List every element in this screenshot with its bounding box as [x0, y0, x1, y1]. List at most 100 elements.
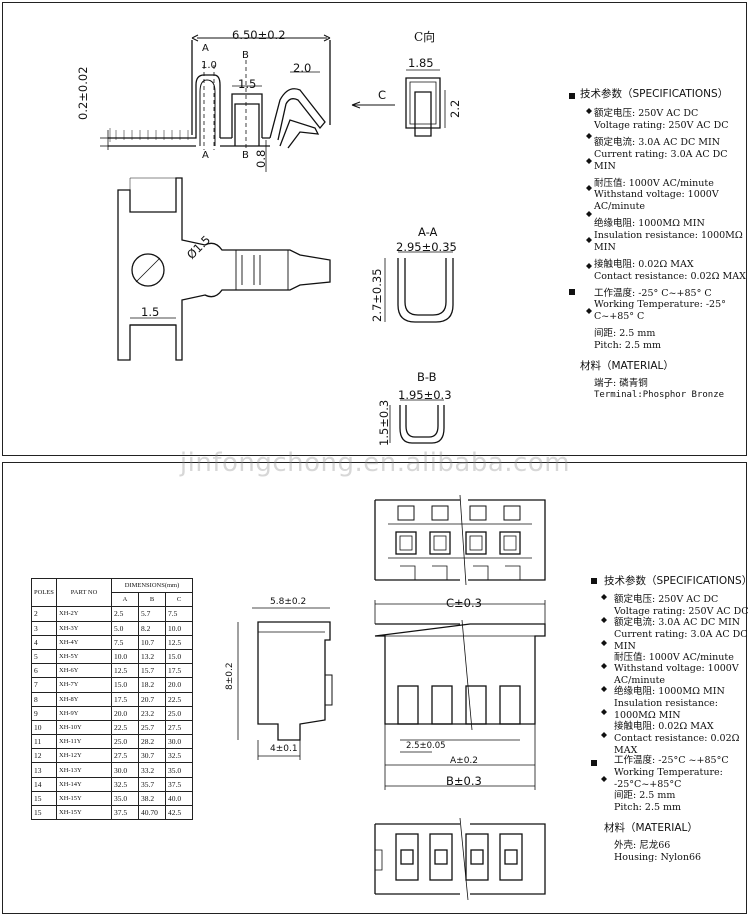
table-cell: 7	[31, 677, 57, 693]
table-cell: 12.5	[111, 663, 139, 679]
table-cell: 14	[31, 776, 57, 792]
dim-bb-width: 1.95±0.3	[398, 388, 452, 402]
dim-height-08: 0.8	[254, 149, 268, 168]
table-cell: 40.0	[165, 790, 193, 807]
table-cell: XH-15Y	[56, 790, 112, 807]
housing-side-view	[237, 607, 333, 760]
table-cell: 32.5	[165, 748, 193, 764]
table-cell: 17.5	[111, 691, 139, 707]
housing-spec-heading: 技术参数（SPECIFICATIONS）	[604, 575, 750, 587]
table-cell: 10	[31, 719, 57, 736]
table-cell: 35.0	[111, 790, 139, 807]
label-section-bb: B-B	[417, 370, 437, 384]
table-cell: 20.0	[165, 677, 193, 693]
dim-thickness: 0.2±0.02	[76, 66, 90, 120]
label-b-top: B	[242, 50, 249, 61]
table-cell: XH-14Y	[56, 776, 112, 792]
table-cell: 15.7	[138, 663, 166, 679]
table-cell: 12	[31, 748, 57, 764]
table-cell: 10.7	[138, 634, 166, 650]
table-cell: XH-12Y	[56, 748, 112, 764]
dim-bb-height: 1.5±0.3	[377, 399, 391, 446]
table-cell: 2.5	[111, 606, 139, 622]
table-cell: 18.2	[138, 677, 166, 693]
table-cell: XH-2Y	[56, 606, 112, 622]
table-cell: XH-10Y	[56, 719, 112, 736]
col-poles: POLES	[31, 577, 57, 608]
table-cell: 25.0	[111, 734, 139, 750]
terminal-side-view	[100, 34, 331, 172]
dim-c-width: 1.85	[408, 56, 434, 70]
col-b: B	[138, 592, 166, 608]
table-cell: 9	[31, 705, 57, 721]
table-cell: 27.5	[165, 719, 193, 736]
table-cell: 35.7	[138, 776, 166, 792]
section-aa-view	[384, 251, 454, 323]
dim-foot: 4±0.1	[270, 744, 298, 754]
table-cell: 30.0	[111, 762, 139, 778]
table-cell: 4	[31, 634, 57, 650]
table-cell: 37.5	[111, 804, 139, 821]
label-c-arrow: C	[378, 88, 387, 102]
table-cell: 10.0	[165, 620, 193, 636]
table-cell: 8.2	[138, 620, 166, 636]
table-cell: 15	[31, 790, 57, 807]
table-cell: 3	[31, 620, 57, 636]
housing-front-view	[374, 600, 546, 790]
col-c: C	[165, 592, 193, 608]
view-c-title: C向	[414, 30, 436, 44]
dim-carrier: 1.5	[141, 305, 160, 319]
table-cell: 7.5	[165, 606, 193, 622]
table-cell: 15	[31, 804, 57, 821]
table-cell: XH-6Y	[56, 663, 112, 679]
label-section-aa: A-A	[418, 225, 438, 239]
watermark: jinfongchong.en.alibaba.com	[179, 448, 571, 478]
housing-material-heading: 材料（MATERIAL）	[604, 821, 698, 834]
terminal-c-view	[351, 69, 446, 137]
dim-a: A±0.2	[450, 756, 479, 766]
table-cell: 15.0	[111, 677, 139, 693]
housing-bottom-view	[374, 817, 546, 901]
dim-aa-height: 2.7±0.35	[370, 268, 384, 322]
bottom-spec-bullets	[591, 578, 607, 782]
dim-b: B±0.3	[446, 774, 482, 788]
dim-a-width: 1.0	[201, 60, 217, 71]
housing-top-view	[374, 494, 546, 586]
table-cell: 25.0	[165, 705, 193, 721]
table-cell: 5.0	[111, 620, 139, 636]
table-cell: XH-8Y	[56, 691, 112, 707]
table-cell: 2	[31, 606, 57, 622]
table-cell: 37.5	[165, 776, 193, 792]
col-a: A	[111, 592, 139, 608]
table-cell: 8	[31, 691, 57, 707]
table-cell: XH-13Y	[56, 762, 112, 778]
dim-depth: 5.8±0.2	[270, 597, 307, 607]
table-cell: 13.2	[138, 648, 166, 665]
table-cell: XH-11Y	[56, 734, 112, 750]
table-cell: 10.0	[111, 648, 139, 665]
table-cell: 33.2	[138, 762, 166, 778]
table-cell: XH-7Y	[56, 677, 112, 693]
table-cell: 7.5	[111, 634, 139, 650]
table-cell: 20.0	[111, 705, 139, 721]
col-group: DIMENSIONS(mm)	[111, 577, 193, 594]
